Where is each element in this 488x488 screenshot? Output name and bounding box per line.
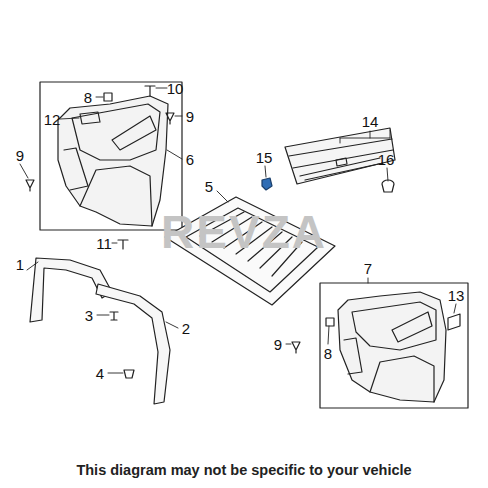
callout-number: 15 — [254, 149, 275, 166]
group-frame — [40, 82, 182, 230]
callout-number: 8 — [322, 345, 334, 362]
group-frame — [320, 283, 468, 408]
callout-number: 1 — [14, 256, 26, 273]
watermark: REVZA — [159, 208, 329, 256]
callout-number: 9 — [14, 147, 26, 164]
callout-number: 7 — [362, 260, 374, 277]
callout-number: 13 — [446, 287, 467, 304]
blue-clip — [262, 178, 272, 190]
quarter-trim-left — [58, 96, 168, 226]
callout-number: 2 — [180, 320, 192, 337]
callout-number: 10 — [165, 80, 186, 97]
callout-number: 11 — [94, 235, 114, 252]
quarter-trim-right — [338, 292, 446, 402]
fasteners — [26, 86, 460, 378]
callout-number: 4 — [94, 365, 106, 382]
caption: This diagram may not be specific to your… — [0, 462, 488, 478]
callout-number: 16 — [376, 151, 397, 168]
callout-number: 6 — [184, 151, 196, 168]
callout-number: 5 — [203, 178, 215, 195]
callout-number: 9 — [184, 108, 196, 125]
callout-number: 9 — [272, 336, 284, 353]
callout-number: 14 — [360, 113, 381, 130]
leader-lines — [20, 88, 456, 373]
callout-number: 8 — [82, 89, 94, 106]
trim-strips — [30, 258, 170, 404]
callout-number: 12 — [42, 111, 63, 128]
callout-number: 3 — [83, 307, 95, 324]
